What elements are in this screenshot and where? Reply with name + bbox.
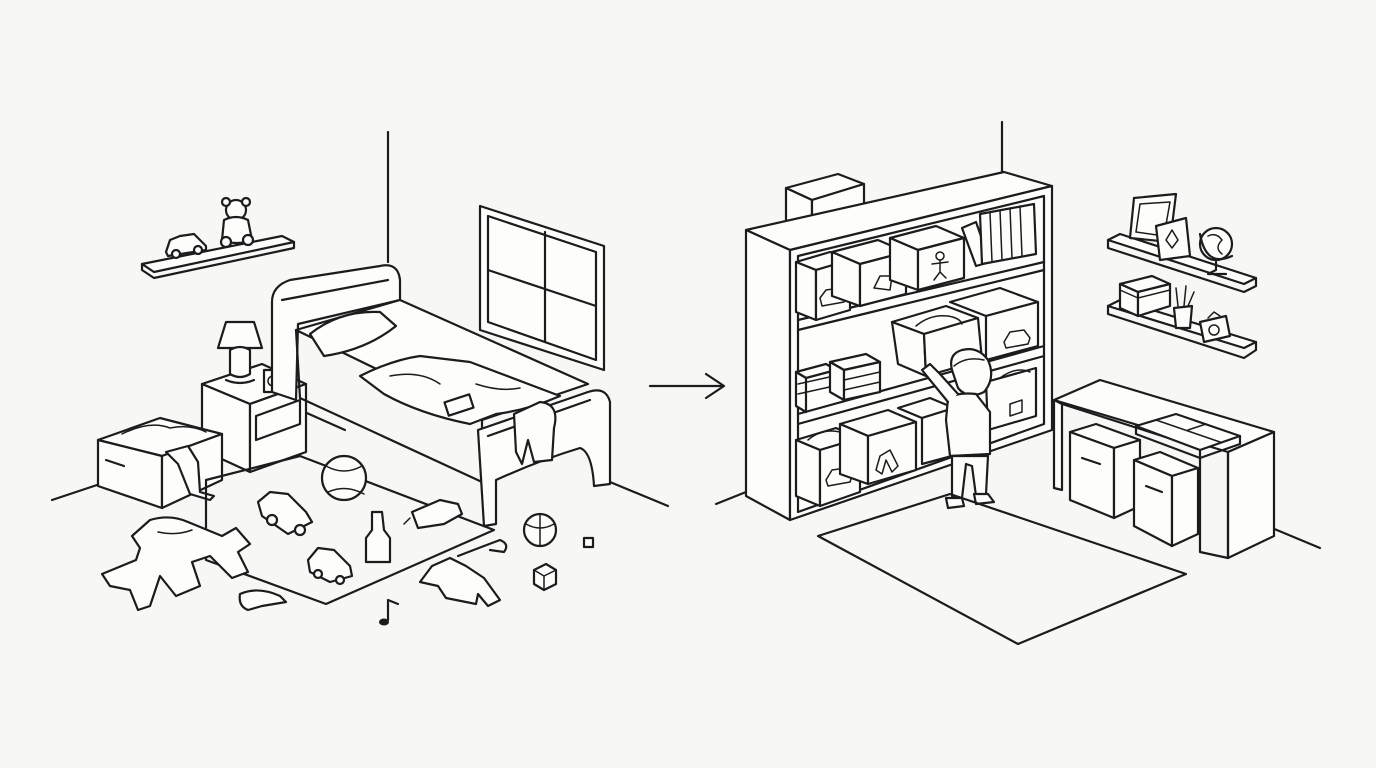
socks-on-floor: [238, 589, 288, 612]
sweater-on-floor: [100, 516, 252, 612]
toy-hook-icon: [456, 538, 508, 558]
table-lamp-icon: [216, 320, 264, 385]
right-room-walls: [714, 120, 1322, 550]
toy-car-icon: [164, 232, 208, 260]
storage-bench: [1052, 378, 1276, 560]
small-box-icon: [1118, 274, 1172, 318]
laundry-box: [96, 416, 224, 510]
divided-tray: [1134, 412, 1242, 460]
bench-bin-right: [1132, 450, 1200, 548]
shelf-bin-clothes: [838, 408, 918, 486]
window: [478, 204, 606, 372]
bed: [270, 264, 612, 528]
toy-car-floor-icon: [256, 490, 314, 537]
shelf-bin-figure: [888, 224, 966, 292]
left-room-walls: [50, 130, 670, 508]
leaf-frame-icon: [1154, 216, 1192, 262]
shelf-bin-car-2: [948, 286, 1040, 362]
toy-car-small-icon: [306, 546, 354, 586]
shirt-on-floor: [418, 556, 502, 608]
tiny-block-icon: [582, 536, 595, 549]
small-ball-icon: [522, 512, 558, 548]
wall-shelf-with-toys: [140, 196, 296, 280]
messy-room-scene: [50, 130, 670, 626]
tipped-bottle-icon: [403, 498, 464, 530]
music-note-icon: [379, 598, 400, 626]
teddy-bear-icon: [219, 196, 255, 249]
camera-icon: [1198, 311, 1232, 344]
rug-tidy: [816, 492, 1188, 646]
pencil-cup-icon: [1172, 285, 1195, 330]
arrow-right-icon: [648, 372, 726, 400]
upper-wall-shelf: [1106, 192, 1258, 294]
ball-icon: [320, 454, 368, 502]
book-stack-center: [828, 352, 882, 402]
globe-icon: [1198, 226, 1234, 276]
bench-bin-left: [1068, 422, 1142, 520]
books-row: [960, 202, 1038, 268]
lower-wall-shelf: [1106, 274, 1258, 360]
bottle-icon: [364, 510, 392, 564]
toy-block-icon: [532, 562, 558, 592]
tidy-room-scene: [714, 120, 1322, 646]
book-stack-left: [794, 362, 838, 414]
